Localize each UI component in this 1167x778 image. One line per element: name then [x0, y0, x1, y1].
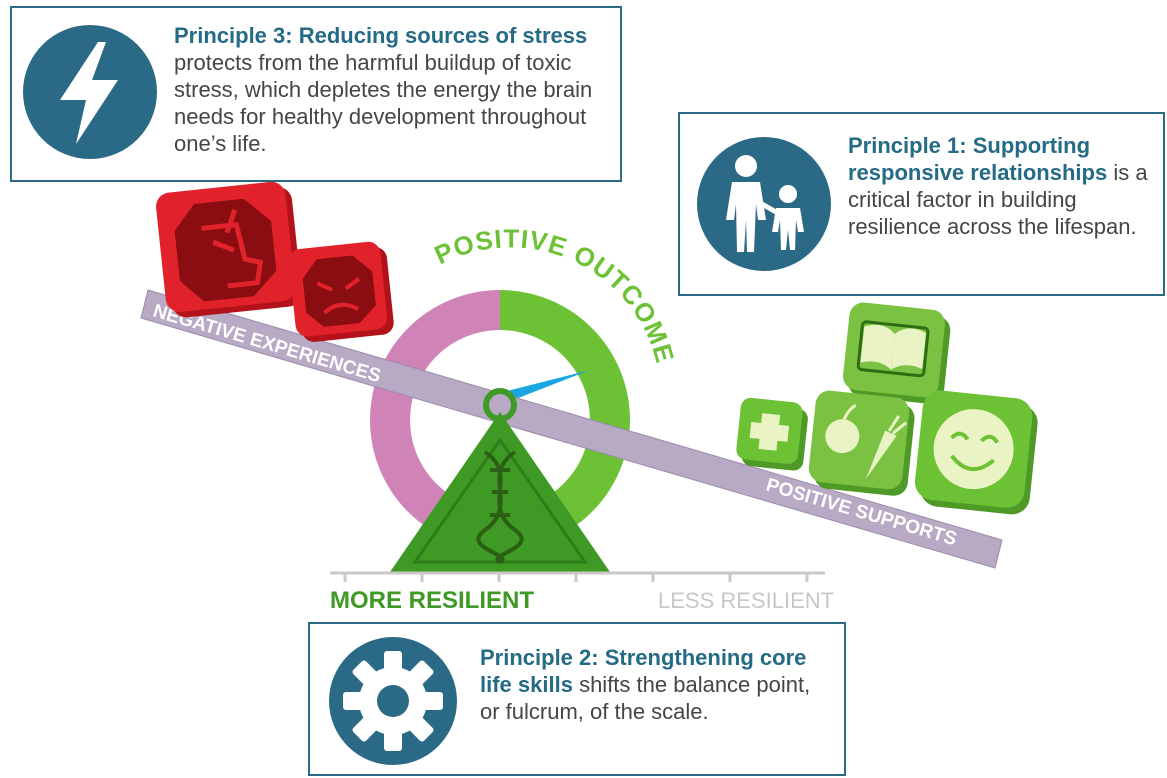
principle-2-body: shifts the balance point, or fulcrum, of…	[480, 672, 811, 724]
fulcrum-triangle	[390, 388, 610, 572]
outcome-gauge	[370, 290, 630, 550]
positive-block-book	[843, 302, 951, 404]
principle-3-box: Principle 3: Reducing sources of stress …	[10, 6, 622, 182]
positive-block-smiley	[914, 390, 1038, 515]
principle-1-body: is a critical factor in building resilie…	[848, 160, 1148, 239]
resilience-axis: MORE RESILIENT LESS RESILIENT	[330, 571, 834, 614]
principle-3-text: Principle 3: Reducing sources of stress …	[174, 22, 612, 157]
positive-block-food	[808, 390, 915, 496]
less-resilient-label: LESS RESILIENT	[658, 588, 834, 613]
principle-1-text: Principle 1: Supporting responsive relat…	[848, 132, 1166, 240]
principle-3-body: protects from the harmful buildup of tox…	[174, 50, 593, 156]
gauge-pointer	[503, 370, 590, 402]
lightning-bolt-icon	[23, 25, 157, 159]
positive-block-cross	[736, 397, 808, 471]
principle-3-heading: Principle 3: Reducing sources of stress	[174, 23, 588, 48]
angry-face-icon	[302, 255, 376, 327]
health-cross-icon	[749, 413, 790, 451]
smiley-icon	[933, 409, 1014, 490]
principle-1-heading: Principle 1: Supporting responsive relat…	[848, 133, 1108, 185]
negative-block-brain	[156, 181, 302, 318]
gauge-negative-half	[370, 290, 500, 550]
gauge-positive-half	[500, 290, 630, 550]
more-resilient-label: MORE RESILIENT	[330, 587, 534, 614]
book-icon	[856, 320, 930, 378]
principle-2-text: Principle 2: Strengthening core life ski…	[480, 644, 830, 725]
food-icon	[825, 404, 908, 479]
gear-icon	[329, 637, 457, 765]
principle-1-box: Principle 1: Supporting responsive relat…	[678, 112, 1165, 296]
negative-block-angry	[288, 241, 394, 342]
parent-child-icon	[697, 137, 831, 271]
principle-2-box: Principle 2: Strengthening core life ski…	[308, 622, 846, 776]
brain-stress-icon	[174, 198, 277, 302]
principle-2-heading: Principle 2: Strengthening core life ski…	[480, 645, 807, 697]
dna-icon	[476, 450, 524, 564]
